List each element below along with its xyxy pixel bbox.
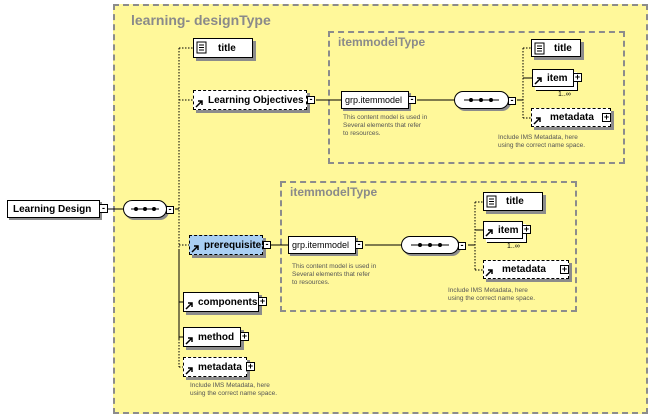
- itemmodel-type-title-upper: itemmodelType: [338, 35, 426, 49]
- sequence-compositor-lower[interactable]: -: [401, 236, 466, 254]
- itemmodel-metadata-node-upper[interactable]: metadata +: [531, 108, 611, 127]
- sequence-compositor-icon: [411, 243, 449, 247]
- element-reference-arrow-icon: [534, 77, 542, 85]
- prerequisites-node[interactable]: prerequisites -: [189, 235, 271, 255]
- item-cardinality-lower: 1..∞: [507, 243, 520, 250]
- learning-design-label: Learning Design: [13, 203, 92, 215]
- grp-itemmodel-label: grp.itemmodel: [345, 95, 403, 105]
- expand-plus-icon[interactable]: +: [522, 224, 531, 234]
- collapse-minus-icon[interactable]: -: [263, 240, 271, 249]
- collapse-minus-icon[interactable]: -: [508, 96, 516, 105]
- learning-design-type-title: learning- designType: [131, 12, 271, 28]
- item-label: item: [547, 72, 568, 84]
- itemmodel-metadata-note-lower: Include IMS Metadata, here using the cor…: [448, 287, 536, 302]
- item-cardinality-upper: 1..∞: [558, 91, 571, 98]
- expand-plus-icon[interactable]: +: [573, 72, 582, 82]
- item-node-lower[interactable]: item +: [483, 221, 531, 239]
- itemmodel-metadata-label: metadata: [502, 264, 546, 275]
- title-node[interactable]: title: [193, 38, 253, 58]
- method-label: method: [198, 331, 235, 343]
- title-label: title: [218, 42, 236, 54]
- element-reference-arrow-icon: [191, 245, 199, 253]
- sequence-compositor-icon: [464, 98, 499, 102]
- expand-plus-icon[interactable]: +: [560, 263, 569, 274]
- element-reference-arrow-icon: [533, 117, 541, 125]
- sequence-compositor-icon: [131, 207, 159, 211]
- learning-objectives-node[interactable]: Learning Objectives -: [193, 90, 315, 110]
- collapse-minus-icon[interactable]: -: [408, 95, 416, 104]
- item-node-upper[interactable]: item +: [532, 69, 582, 87]
- components-node[interactable]: components +: [183, 292, 267, 312]
- documentation-icon: [196, 41, 207, 54]
- expand-plus-icon[interactable]: +: [602, 111, 611, 122]
- grp-itemmodel-upper[interactable]: grp.itemmodel -: [341, 91, 416, 109]
- sequence-compositor-main[interactable]: -: [123, 200, 174, 218]
- learning-design-node[interactable]: Learning Design -: [7, 200, 108, 218]
- documentation-icon: [486, 195, 497, 208]
- itemmodel-metadata-label: metadata: [550, 112, 594, 123]
- collapse-minus-icon[interactable]: -: [355, 240, 363, 249]
- itemmodel-type-title-lower: itemmodelType: [290, 185, 378, 199]
- sequence-compositor-upper[interactable]: -: [454, 91, 516, 109]
- itemmodel-metadata-node-lower[interactable]: metadata +: [483, 260, 569, 279]
- metadata-node[interactable]: metadata +: [183, 357, 255, 377]
- itemmodel-metadata-note-upper: Include IMS Metadata, here using the cor…: [498, 134, 586, 149]
- expand-plus-icon[interactable]: +: [246, 361, 255, 371]
- collapse-minus-icon[interactable]: -: [99, 204, 108, 213]
- grp-itemmodel-note-upper: This content model is used in Several el…: [343, 114, 428, 137]
- collapse-minus-icon[interactable]: -: [458, 241, 466, 250]
- itemmodel-title-node-upper[interactable]: title: [531, 39, 581, 57]
- item-label: item: [498, 224, 519, 236]
- method-node[interactable]: method +: [183, 327, 249, 347]
- learning-objectives-label: Learning Objectives: [208, 94, 304, 106]
- metadata-label: metadata: [198, 361, 242, 373]
- itemmodel-title-label: title: [506, 196, 524, 207]
- itemmodel-type-panel-lower: itemmodelType: [280, 181, 577, 312]
- grp-itemmodel-label: grp.itemmodel: [292, 240, 350, 250]
- grp-itemmodel-lower[interactable]: grp.itemmodel -: [288, 236, 363, 254]
- itemmodel-title-label: title: [554, 42, 572, 54]
- itemmodel-title-node-lower[interactable]: title: [483, 192, 543, 211]
- element-reference-arrow-icon: [185, 302, 193, 310]
- collapse-minus-icon[interactable]: -: [166, 205, 174, 214]
- element-reference-arrow-icon: [485, 269, 493, 277]
- metadata-note: Include IMS Metadata, here using the cor…: [190, 382, 278, 397]
- element-reference-arrow-icon: [185, 367, 193, 375]
- element-reference-arrow-icon: [195, 100, 203, 108]
- element-reference-arrow-icon: [485, 229, 493, 237]
- components-label: components: [198, 296, 258, 308]
- collapse-minus-icon[interactable]: -: [307, 95, 315, 104]
- expand-plus-icon[interactable]: +: [240, 331, 249, 341]
- documentation-icon: [534, 42, 545, 55]
- grp-itemmodel-note-lower: This content model is used in Several el…: [292, 263, 377, 286]
- prerequisites-label: prerequisites: [204, 239, 267, 251]
- element-reference-arrow-icon: [185, 337, 193, 345]
- itemmodel-type-panel-upper: itemmodelType: [328, 31, 625, 164]
- expand-plus-icon[interactable]: +: [258, 296, 267, 306]
